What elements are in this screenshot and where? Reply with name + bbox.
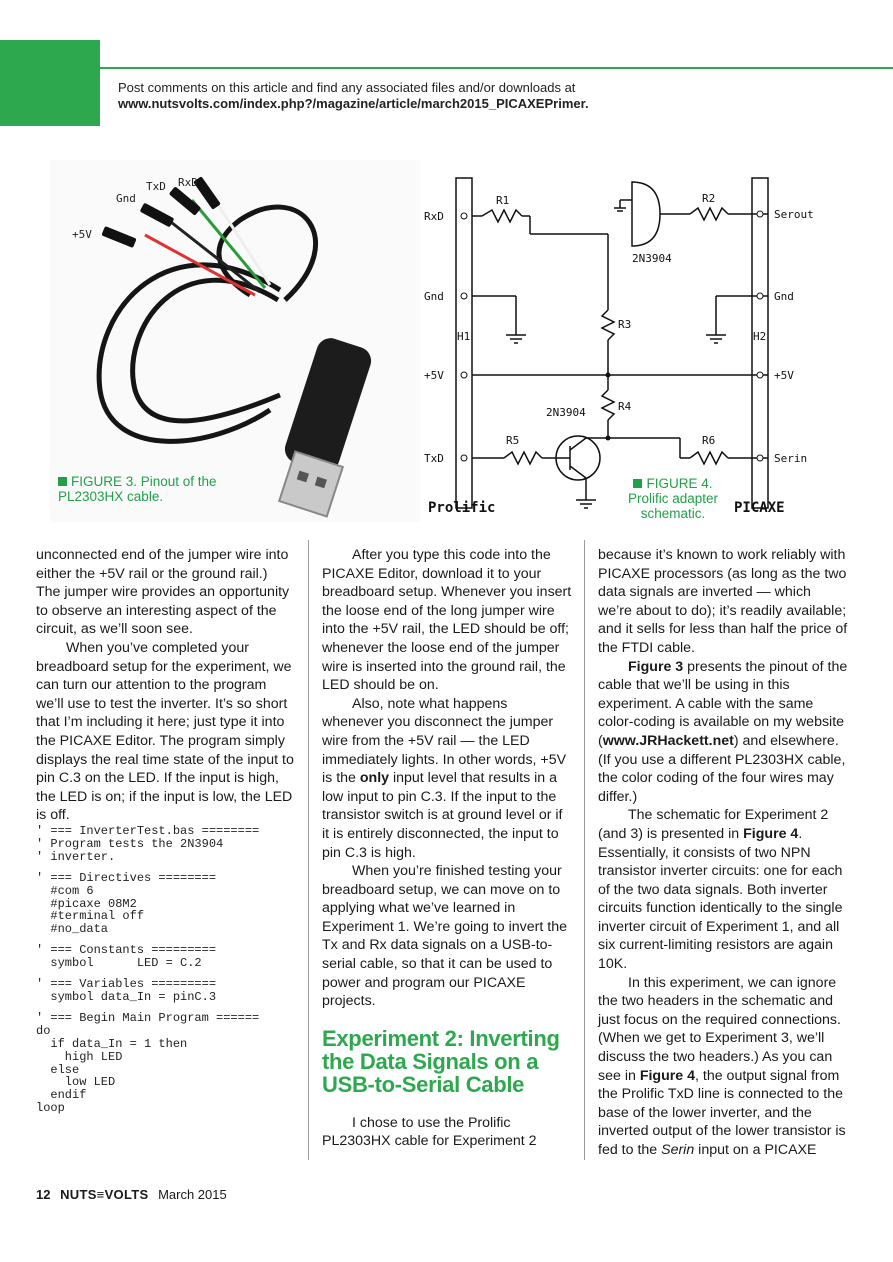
- pin-label-5v: +5V: [72, 228, 92, 241]
- col2-paragraph-1: After you type this code into the PICAXE…: [322, 547, 572, 694]
- header-green-rule: [100, 67, 893, 69]
- column-divider-1: [308, 540, 309, 1160]
- resistor-r5-label: R5: [506, 434, 519, 447]
- schematic-diagram: RxD Gnd +5V TxD Serout Gnd +5V Serin H1 …: [424, 177, 814, 516]
- code-variables-block: ' === Variables ========= symbol data_In…: [36, 977, 217, 1004]
- page-footer: 12 NUTS≡VOLTS March 2015: [36, 1187, 227, 1202]
- col3-paragraph-3: The schematic for Experiment 2 (and 3) i…: [598, 807, 843, 973]
- schematic-right-title: PICAXE: [734, 500, 785, 516]
- schematic-left-title: Prolific: [428, 500, 495, 516]
- left-pin-5v: +5V: [424, 369, 444, 382]
- column-2: After you type this code into the PICAXE…: [322, 546, 572, 1151]
- col3-paragraph-2: Figure 3 presents the pinout of the cabl…: [598, 658, 848, 805]
- left-pin-txd: TxD: [424, 452, 444, 465]
- page-number: 12: [36, 1187, 51, 1202]
- right-pin-gnd: Gnd: [774, 290, 794, 303]
- code-main-block: ' === Begin Main Program ====== do if da…: [36, 1010, 260, 1116]
- header-h2-label: H2: [753, 330, 766, 343]
- resistor-r3-label: R3: [618, 318, 631, 331]
- column-divider-2: [584, 540, 585, 1160]
- col1-paragraph-1: unconnected end of the jumper wire into …: [36, 547, 290, 638]
- code-directives-block: ' === Directives ======== #com 6 #picaxe…: [36, 870, 217, 937]
- right-pin-5v: +5V: [774, 369, 794, 382]
- right-pin-serout: Serout: [774, 208, 814, 221]
- transistor-upper-label: 2N3904: [632, 252, 672, 265]
- issue-date: March 2015: [158, 1187, 227, 1202]
- cable-illustration: +5V Gnd TxD RxD: [72, 176, 372, 518]
- header-h1-label: H1: [457, 330, 470, 343]
- header-green-block: [0, 40, 100, 126]
- left-pin-rxd: RxD: [424, 210, 444, 223]
- header-note: Post comments on this article and find a…: [118, 80, 858, 112]
- pin-label-rxd: RxD: [178, 176, 198, 189]
- figure3-cable-photo: +5V Gnd TxD RxD FIGURE 3. Pinout of the …: [50, 160, 420, 522]
- resistor-r2-label: R2: [702, 192, 715, 205]
- col2-paragraph-3: When you’re finished testing your breadb…: [322, 863, 567, 1010]
- figure4-caption: FIGURE 4. Prolific adapter schematic.: [627, 476, 719, 521]
- experiment-2-heading: Experiment 2: Inverting the Data Signals…: [322, 1025, 560, 1097]
- pin-label-txd: TxD: [146, 180, 166, 193]
- website-link[interactable]: www.JRHackett.net: [602, 732, 734, 749]
- figure4-schematic: RxD Gnd +5V TxD Serout Gnd +5V Serin H1 …: [420, 170, 860, 521]
- header-note-text: Post comments on this article and find a…: [118, 80, 576, 95]
- code-header-block: ' === InverterTest.bas ======== ' Progra…: [36, 824, 260, 864]
- magazine-name: NUTS≡VOLTS: [60, 1187, 149, 1202]
- caption-square-icon: [633, 479, 643, 488]
- right-pin-serin: Serin: [774, 452, 807, 465]
- figure3-caption: FIGURE 3. Pinout of the PL2303HX cable.: [58, 474, 217, 504]
- col3-paragraph-4: In this experiment, we can ignore the tw…: [598, 974, 846, 1158]
- col1-paragraph-2: When you’ve completed your breadboard se…: [36, 639, 294, 824]
- left-pin-gnd: Gnd: [424, 290, 444, 303]
- caption-square-icon: [58, 477, 67, 486]
- col2-paragraph-4: I chose to use the Prolific PL2303HX cab…: [322, 1114, 537, 1150]
- col3-paragraph-1: because it’s known to work reliably with…: [598, 547, 848, 656]
- col2-paragraph-2: Also, note what happens whenever you dis…: [322, 695, 567, 861]
- article-url-link[interactable]: www.nutsvolts.com/index.php?/magazine/ar…: [118, 96, 589, 111]
- code-listing: ' === InverterTest.bas ======== ' Progra…: [36, 825, 304, 1123]
- resistor-r1-label: R1: [496, 194, 509, 207]
- column-3: because it’s known to work reliably with…: [598, 546, 848, 1160]
- pin-label-gnd: Gnd: [116, 192, 136, 205]
- resistor-r6-label: R6: [702, 434, 715, 447]
- transistor-lower-label: 2N3904: [546, 406, 586, 419]
- column-1: unconnected end of the jumper wire into …: [36, 546, 294, 825]
- code-constants-block: ' === Constants ========= symbol LED = C…: [36, 943, 217, 971]
- resistor-r4-label: R4: [618, 400, 632, 413]
